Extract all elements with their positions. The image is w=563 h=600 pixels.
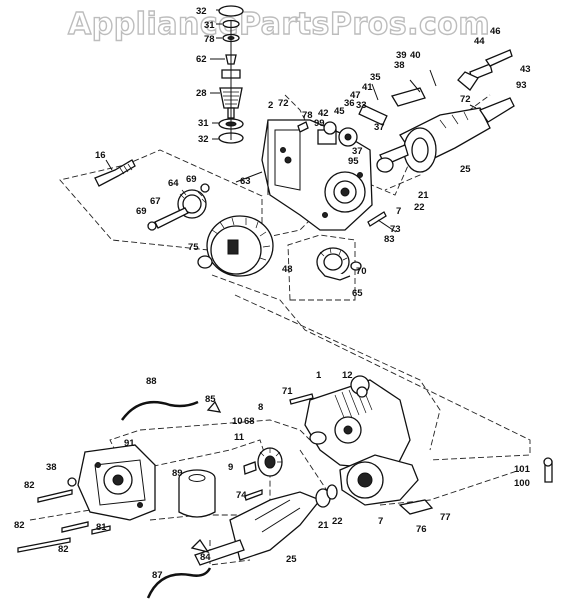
callout-labels: 32 31 78 62 28 31 32 2 72 78 99 42 45 36… bbox=[14, 6, 531, 581]
callout-83: 83 bbox=[384, 234, 395, 245]
callout-11: 11 bbox=[234, 432, 245, 443]
callout-82: 82 bbox=[24, 480, 35, 491]
callout-48: 48 bbox=[282, 264, 293, 275]
differential-48 bbox=[197, 215, 274, 277]
callout-82: 82 bbox=[58, 544, 69, 555]
gear-64-assembly bbox=[147, 183, 210, 231]
callout-81: 81 bbox=[96, 522, 107, 533]
callout-45: 45 bbox=[334, 106, 345, 117]
callout-74: 74 bbox=[236, 490, 247, 501]
callout-8: 8 bbox=[258, 402, 263, 413]
gear-11 bbox=[257, 447, 283, 477]
callout-16: 16 bbox=[95, 150, 106, 161]
callout-69: 69 bbox=[136, 206, 147, 217]
callout-2: 2 bbox=[268, 100, 273, 111]
callout-31: 31 bbox=[204, 20, 215, 31]
callout-28: 28 bbox=[196, 88, 207, 99]
callout-35: 35 bbox=[370, 72, 381, 83]
callout-31: 31 bbox=[198, 118, 209, 129]
callout-75: 75 bbox=[188, 242, 199, 253]
vertical-shaft-stack bbox=[218, 5, 244, 144]
callout-91: 91 bbox=[124, 438, 135, 449]
callout-leaders bbox=[105, 9, 477, 233]
callout-22: 22 bbox=[414, 202, 425, 213]
callout-41: 41 bbox=[362, 82, 373, 93]
callout-100: 100 bbox=[514, 478, 530, 489]
callout-25: 25 bbox=[460, 164, 471, 175]
callout-9: 9 bbox=[228, 462, 233, 473]
callout-70: 70 bbox=[356, 266, 367, 277]
shift-linkage-parts bbox=[323, 49, 513, 147]
hose-87 bbox=[146, 567, 212, 599]
callout-21: 21 bbox=[418, 190, 429, 201]
oil-filter-89 bbox=[178, 469, 216, 518]
callout-12: 12 bbox=[342, 370, 353, 381]
callout-21: 21 bbox=[318, 520, 329, 531]
callout-77: 77 bbox=[440, 512, 451, 523]
hose-88 bbox=[120, 400, 199, 421]
callout-43: 43 bbox=[520, 64, 531, 75]
callout-22: 22 bbox=[332, 516, 343, 527]
callout-88: 88 bbox=[146, 376, 157, 387]
callout-89: 89 bbox=[172, 468, 183, 479]
axle-25-top bbox=[376, 97, 515, 173]
pump-housing-91 bbox=[77, 444, 156, 521]
callout-67: 67 bbox=[150, 196, 161, 207]
callout-39: 39 bbox=[396, 50, 407, 61]
callout-32: 32 bbox=[198, 134, 209, 145]
callout-7: 7 bbox=[396, 206, 401, 217]
callout-95: 95 bbox=[348, 156, 359, 167]
callout-25: 25 bbox=[286, 554, 297, 565]
bolt-73 bbox=[367, 211, 387, 227]
callout-84: 84 bbox=[200, 552, 211, 563]
callout-40: 40 bbox=[410, 50, 421, 61]
callout-62: 62 bbox=[196, 54, 207, 65]
misc-small-parts bbox=[190, 393, 553, 554]
callout-10: 10 bbox=[232, 416, 243, 427]
callout-82: 82 bbox=[14, 520, 25, 531]
callout-38: 38 bbox=[394, 60, 405, 71]
callout-36: 36 bbox=[344, 98, 355, 109]
callout-47: 47 bbox=[350, 90, 361, 101]
callout-69: 69 bbox=[186, 174, 197, 185]
callout-37: 37 bbox=[352, 146, 363, 157]
lower-transaxle-housing bbox=[304, 375, 419, 506]
callout-101: 101 bbox=[514, 464, 531, 475]
watermark-text: AppliancePartsPros.com bbox=[68, 7, 490, 42]
callout-72: 72 bbox=[460, 94, 471, 105]
callout-37: 37 bbox=[374, 122, 385, 133]
bolts-82-81 bbox=[17, 477, 111, 553]
callout-63: 63 bbox=[240, 176, 251, 187]
callout-78: 78 bbox=[302, 110, 313, 121]
callout-1: 1 bbox=[316, 370, 322, 381]
callout-46: 46 bbox=[490, 26, 501, 37]
shaft-16 bbox=[94, 159, 136, 187]
callout-85: 85 bbox=[205, 394, 216, 405]
key-72 bbox=[297, 121, 309, 133]
snap-ring-top bbox=[218, 5, 244, 17]
callout-33: 33 bbox=[356, 100, 367, 111]
callout-64: 64 bbox=[168, 178, 179, 189]
callout-78: 78 bbox=[204, 34, 215, 45]
callout-72: 72 bbox=[278, 98, 289, 109]
callout-76: 76 bbox=[416, 524, 427, 535]
callout-71: 71 bbox=[282, 386, 293, 397]
callout-38: 38 bbox=[46, 462, 57, 473]
callout-73: 73 bbox=[390, 224, 401, 235]
callout-99: 99 bbox=[314, 118, 325, 129]
callout-68: 68 bbox=[244, 416, 255, 427]
upper-transaxle-housing bbox=[261, 119, 373, 231]
callout-7: 7 bbox=[378, 516, 383, 527]
callout-87: 87 bbox=[152, 570, 163, 581]
callout-44: 44 bbox=[474, 36, 485, 47]
gear-65 bbox=[316, 247, 362, 281]
callout-42: 42 bbox=[318, 108, 329, 119]
callout-65: 65 bbox=[352, 288, 363, 299]
axle-25-bottom bbox=[194, 484, 338, 566]
callout-93: 93 bbox=[516, 80, 527, 91]
callout-32: 32 bbox=[196, 6, 207, 17]
